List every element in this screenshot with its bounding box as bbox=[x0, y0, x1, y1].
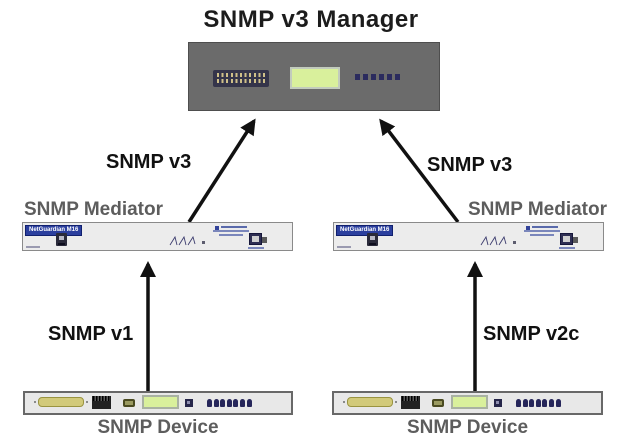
usb-port-icon bbox=[123, 399, 135, 407]
rj45-jack-row-icon bbox=[516, 399, 562, 407]
lcd-display bbox=[290, 67, 340, 89]
vendor-logo bbox=[524, 226, 564, 236]
mediator-label-left: SNMP Mediator bbox=[24, 199, 164, 220]
led-indicators-icon bbox=[355, 74, 401, 80]
snmp-device-left bbox=[23, 391, 293, 415]
vendor-logo bbox=[213, 226, 253, 236]
diagram-title: SNMP v3 Manager bbox=[203, 6, 419, 33]
link-label-snmp-v3-right: SNMP v3 bbox=[427, 154, 513, 176]
signature-mark bbox=[169, 236, 196, 246]
terminal-block-icon bbox=[401, 396, 420, 409]
ethernet-port-icon bbox=[560, 233, 578, 245]
panel-dot-mark bbox=[513, 241, 516, 244]
link-label-snmp-v2c: SNMP v2c bbox=[483, 323, 580, 345]
device-label-right: SNMP Device bbox=[406, 417, 529, 438]
power-connector-icon bbox=[367, 233, 378, 246]
ribbon-connector-icon bbox=[34, 397, 88, 407]
panel-dot-mark bbox=[202, 241, 205, 244]
serial-connector-icon bbox=[213, 70, 269, 87]
snmp-device-right bbox=[332, 391, 603, 415]
usb-port-icon bbox=[432, 399, 444, 407]
link-label-snmp-v1: SNMP v1 bbox=[48, 323, 134, 345]
fine-print-mark bbox=[337, 246, 351, 248]
terminal-block-icon bbox=[92, 396, 111, 409]
device-label-left: SNMP Device bbox=[97, 417, 219, 438]
ribbon-connector-icon bbox=[343, 397, 397, 407]
rj45-jack-row-icon bbox=[207, 399, 253, 407]
arrow-mediator-left-to-manager bbox=[187, 118, 256, 223]
link-label-snmp-v3-left: SNMP v3 bbox=[106, 151, 192, 173]
brand-label: NetGuardian M16 bbox=[25, 225, 83, 236]
mediator-label-right: SNMP Mediator bbox=[467, 199, 607, 220]
signature-mark bbox=[480, 236, 507, 246]
brand-label: NetGuardian M16 bbox=[336, 225, 394, 236]
snmp-mediator-device-left: NetGuardian M16 bbox=[22, 222, 293, 251]
ethernet-port-icon bbox=[249, 233, 267, 245]
snmp-mediator-device-right: NetGuardian M16 bbox=[333, 222, 604, 251]
lcd-display bbox=[451, 395, 488, 409]
fine-print-mark bbox=[26, 246, 40, 248]
port-label-mark bbox=[248, 247, 264, 249]
lcd-display bbox=[142, 395, 179, 409]
status-led-icon bbox=[185, 399, 193, 407]
status-led-icon bbox=[494, 399, 502, 407]
snmp-manager-device bbox=[188, 42, 440, 111]
power-connector-icon bbox=[56, 233, 67, 246]
port-label-mark bbox=[559, 247, 575, 249]
